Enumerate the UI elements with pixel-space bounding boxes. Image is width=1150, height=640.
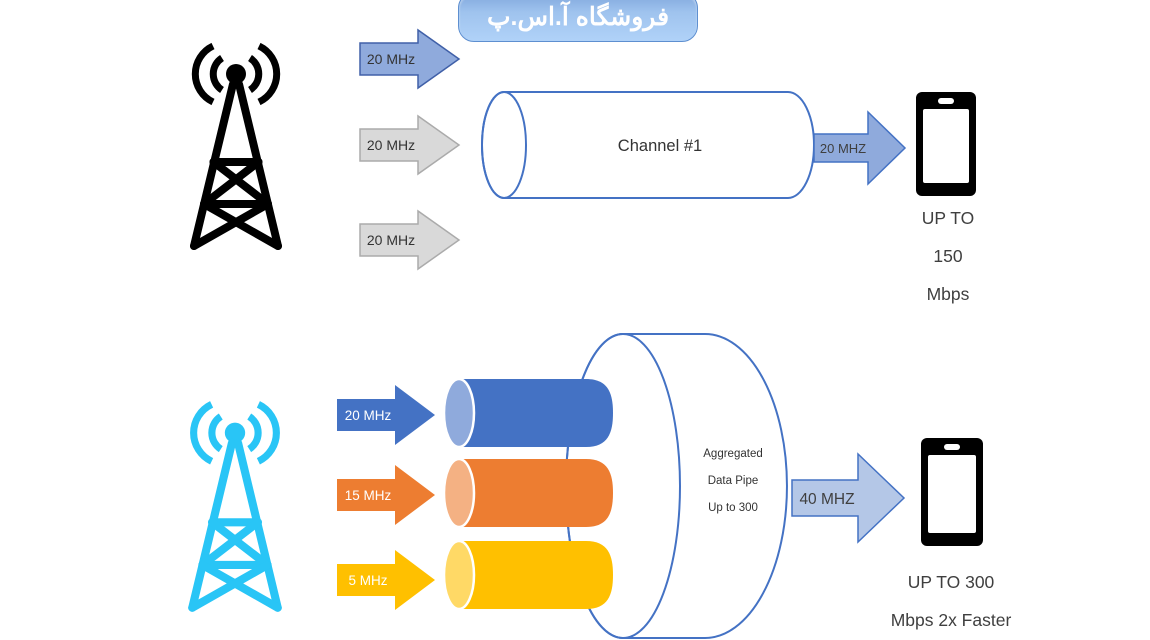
pipe-label-line-3: Up to 300 [708, 502, 758, 514]
bottom-arrow-yellow-label: 5 MHz [348, 573, 387, 588]
bottom-input-arrow-blue: 20 MHz [337, 385, 435, 445]
bottom-result-line-2: Mbps 2x Faster [890, 610, 1012, 630]
bottom-arrow-orange-label: 15 MHz [345, 488, 392, 503]
bottom-result-line-1: UP TO 300 [907, 572, 995, 592]
top-output-arrow-label: 20 MHZ [820, 141, 866, 156]
top-input-arrow-2: 20 MHz [359, 114, 461, 176]
bottom-output-arrow: 40 MHZ [791, 452, 906, 544]
top-input-arrow-1: 20 MHz [359, 28, 461, 90]
phone-icon-bottom [921, 438, 983, 546]
bottom-input-arrow-orange: 15 MHz [337, 465, 435, 525]
top-arrow-2-label: 20 MHz [367, 137, 415, 153]
pipe-label-line-1: Aggregated [703, 448, 763, 460]
top-output-arrow: 20 MHZ [813, 110, 907, 186]
top-result-line-3: Mbps [926, 284, 970, 304]
radio-tower-cyan-icon [188, 401, 282, 612]
carrier-cylinder-orange [442, 457, 613, 529]
bottom-input-arrow-yellow: 5 MHz [337, 550, 435, 610]
pipe-label-line-2: Data Pipe [707, 475, 759, 487]
top-arrow-3-label: 20 MHz [367, 232, 415, 248]
channel-1-cylinder: Channel #1 [481, 91, 815, 199]
phone-speaker [944, 444, 960, 450]
bottom-output-arrow-label: 40 MHZ [799, 491, 854, 508]
top-result-line-1: UP TO [921, 208, 975, 228]
bottom-arrow-blue-label: 20 MHz [345, 408, 392, 423]
phone-speaker [938, 98, 954, 104]
radio-tower-icon [190, 42, 282, 250]
watermark-text: فروشگاه آ.اس.پ [486, 3, 670, 31]
phone-icon [916, 92, 976, 196]
top-result-line-2: 150 [933, 246, 963, 266]
top-arrow-1-label: 20 MHz [367, 51, 415, 67]
phone-screen [928, 455, 976, 533]
watermark-badge: فروشگاه آ.اس.پ [458, 0, 698, 42]
carrier-cylinder-blue [442, 377, 613, 449]
channel-1-label: Channel #1 [618, 137, 702, 155]
phone-screen [923, 109, 969, 183]
top-input-arrow-3: 20 MHz [359, 209, 461, 271]
carrier-cylinder-yellow [442, 539, 613, 611]
